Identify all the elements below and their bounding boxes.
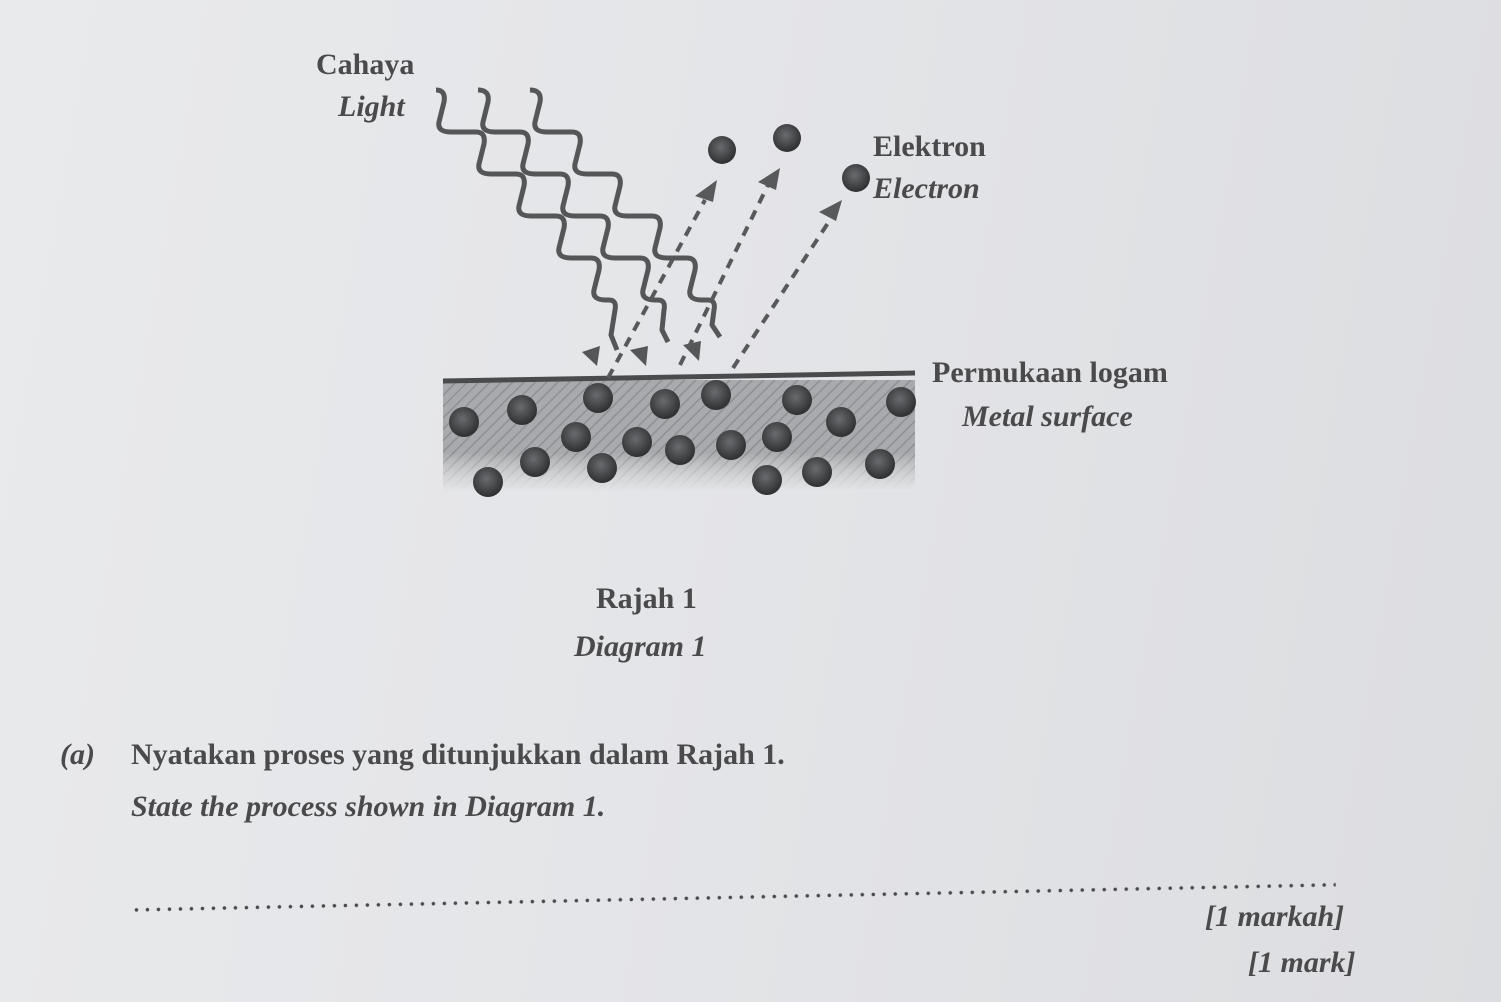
emitted-electrons xyxy=(708,124,870,192)
light-label-english: Light xyxy=(338,90,405,123)
light-waves xyxy=(435,87,723,351)
question-part-label: (a) xyxy=(60,738,95,771)
marks-english: [1 mark] xyxy=(1248,946,1356,980)
question-text-malay: Nyatakan proses yang ditunjukkan dalam R… xyxy=(131,738,785,771)
electron-paths xyxy=(606,184,832,379)
marks-malay: [1 markah] xyxy=(1205,900,1344,934)
marks-malay-text: [1 markah] xyxy=(1205,900,1345,933)
diagram-caption-english: Diagram 1 xyxy=(574,630,707,663)
electron-label-english: Electron xyxy=(873,172,980,205)
metal-label-malay: Permukaan logam xyxy=(932,356,1168,389)
metal-label-english: Metal surface xyxy=(962,400,1133,433)
electron-label-malay: Elektron xyxy=(873,130,986,163)
metal-electrons xyxy=(449,380,916,497)
light-label-malay: Cahaya xyxy=(316,48,415,81)
marks-english-text: [1 mark] xyxy=(1248,946,1356,979)
question-text-english: State the process shown in Diagram 1. xyxy=(131,790,606,823)
diagram-caption-malay: Rajah 1 xyxy=(596,582,697,615)
